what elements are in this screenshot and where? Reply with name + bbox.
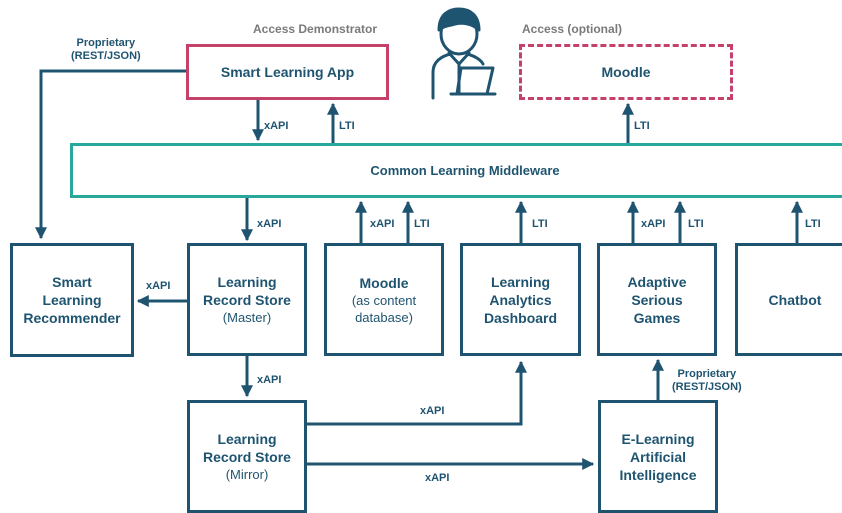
recommender-line-3: Recommender: [23, 310, 121, 326]
middleware-title: Common Learning Middleware: [370, 162, 560, 178]
games-xapi-label: xAPI: [641, 218, 666, 230]
moodle-content-sub-2: database): [355, 309, 413, 325]
app-lti-label: LTI: [339, 120, 355, 132]
smart-learning-recommender-box[interactable]: Smart Learning Recommender: [10, 243, 134, 357]
recommender-xapi-label: xAPI: [146, 280, 171, 292]
lrs-mirror-sub: (Mirror): [225, 467, 269, 482]
app-xapi-label: xAPI: [264, 120, 289, 132]
chatbot-title: Chatbot: [768, 291, 822, 308]
games-lti-label: LTI: [688, 218, 704, 230]
lrs-mirror-line-2: Record Store: [203, 449, 291, 465]
moodle-content-xapi-label: xAPI: [370, 218, 395, 230]
lrs-mirror-line-1: Learning: [217, 431, 277, 447]
lrs-master-sub: (Master): [222, 310, 272, 325]
lrs-mirror-box[interactable]: Learning Record Store (Mirror): [187, 400, 307, 513]
ai-line-1: E-Learning: [621, 430, 695, 447]
adaptive-serious-games-box[interactable]: Adaptive Serious Games: [597, 243, 717, 356]
dashboard-lti-label: LTI: [532, 218, 548, 230]
moodle-lti-label: LTI: [634, 120, 650, 132]
dashboard-line-1: Learning: [490, 273, 551, 290]
recommender-line-1: Smart: [52, 274, 92, 290]
recommender-line-2: Learning: [42, 292, 102, 308]
access-demonstrator-label: Access Demonstrator: [253, 22, 378, 36]
dashboard-line-2: Analytics: [489, 291, 552, 308]
games-line-3: Games: [633, 309, 681, 326]
to-ai-xapi-label: xAPI: [425, 472, 450, 484]
mirror-to-dashboard-arrow: [306, 360, 527, 426]
lrs-master-line-2: Record Store: [203, 292, 291, 308]
moodle-optional-box[interactable]: Moodle: [519, 44, 733, 100]
access-optional-label: Access (optional): [522, 22, 623, 36]
proprietary-label-top: Proprietary (REST/JSON): [71, 37, 141, 62]
e-learning-ai-box[interactable]: E-Learning Artificial Intelligence: [598, 400, 718, 513]
lrs-master-box[interactable]: Learning Record Store (Master): [187, 243, 307, 356]
smart-learning-app-box[interactable]: Smart Learning App: [186, 44, 389, 100]
to-dashboard-xapi-label: xAPI: [420, 405, 445, 417]
learning-analytics-dashboard-box[interactable]: Learning Analytics Dashboard: [460, 243, 581, 356]
dashboard-line-3: Dashboard: [483, 309, 558, 326]
proprietary-label-ai: Proprietary (REST/JSON): [672, 368, 742, 393]
ai-line-2: Artificial: [629, 448, 686, 465]
lrs-xapi-label: xAPI: [257, 218, 282, 230]
chatbot-lti-label: LTI: [805, 218, 821, 230]
moodle-optional-title: Moodle: [601, 64, 651, 80]
mirror-xapi-label: xAPI: [257, 374, 282, 386]
proprietary-connector: [35, 69, 186, 240]
games-line-1: Adaptive: [627, 273, 687, 290]
chatbot-box[interactable]: Chatbot: [735, 243, 842, 356]
middleware-box[interactable]: Common Learning Middleware: [70, 143, 842, 198]
ai-line-3: Intelligence: [619, 466, 697, 483]
person-with-laptop-icon: [431, 7, 497, 100]
moodle-content-lti-label: LTI: [414, 218, 430, 230]
moodle-content-sub-1: (as content: [351, 292, 417, 308]
games-line-2: Serious: [631, 291, 683, 308]
smart-learning-app-title: Smart Learning App: [220, 64, 355, 80]
lrs-master-line-1: Learning: [217, 274, 277, 290]
moodle-content-title: Moodle: [359, 274, 409, 291]
moodle-content-box[interactable]: Moodle (as content database): [324, 243, 444, 356]
